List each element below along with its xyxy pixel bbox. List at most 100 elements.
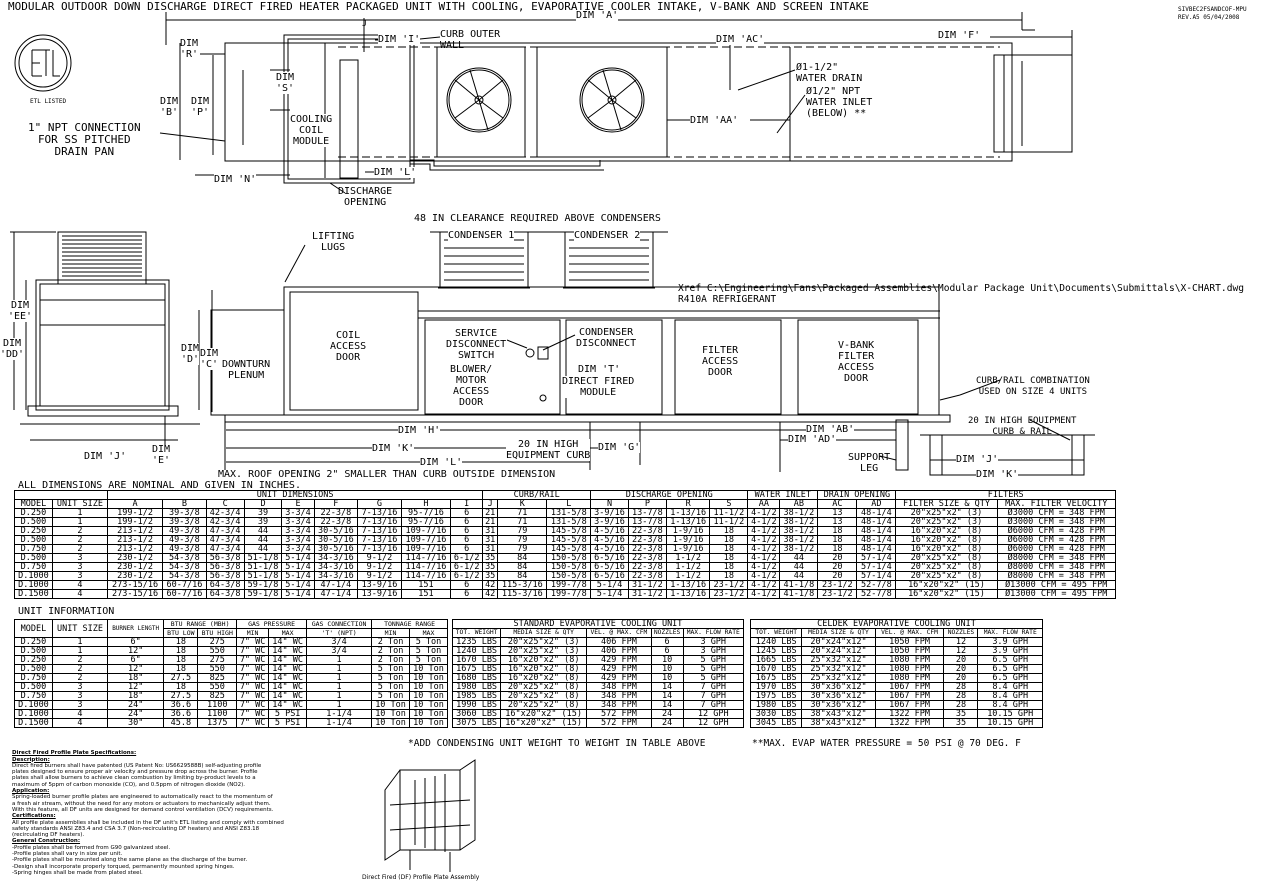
dim-f-label: DIM 'F'	[938, 30, 981, 41]
table-cell: 44	[779, 562, 819, 572]
table-cell: 6	[450, 535, 484, 545]
dim-c-label: DIM 'C'	[200, 348, 219, 370]
table-cell: 1067 FPM	[874, 700, 945, 710]
table-cell: 6	[650, 646, 684, 656]
table-cell: 5 Ton	[371, 673, 410, 683]
table-cell: 7" WC	[236, 664, 270, 674]
table-cell: 4-1/2	[747, 562, 781, 572]
table-cell: 1990 LBS	[451, 700, 502, 710]
table-cell: 22-3/8	[627, 562, 667, 572]
dim-col-header: P	[627, 499, 667, 509]
table-cell: 14" WC	[268, 673, 308, 683]
table-cell: 59-1/8	[243, 589, 283, 599]
table-cell: 10 Ton	[409, 673, 448, 683]
table-cell: 2 Ton	[371, 655, 410, 665]
table-cell: D.1500	[14, 589, 53, 599]
dim-r-label: DIM 'R'	[180, 38, 199, 60]
table-cell: 79	[497, 526, 548, 536]
table-cell: 36.6	[163, 700, 199, 710]
table-cell: 1080 FPM	[874, 655, 945, 665]
table-cell: 44	[243, 526, 283, 536]
table-cell: 6	[450, 544, 484, 554]
table-cell: 23-1/2	[817, 580, 858, 590]
group-drain-opening: DRAIN OPENING	[817, 490, 897, 500]
table-cell: 20"x25"x2" (3)	[500, 646, 588, 656]
table-cell: 4	[51, 709, 109, 719]
dim-s-label: DIM 'S'	[276, 72, 295, 94]
table-cell: 1067 FPM	[874, 682, 945, 692]
table-cell: 24"	[107, 700, 165, 710]
table-cell: 20"x25"x2" (8)	[895, 571, 998, 581]
table-cell: 60-7/16	[162, 580, 207, 590]
table-cell: 22-3/8	[627, 544, 667, 554]
table-cell: 39-3/8	[162, 508, 207, 518]
table-cell: 348 FPM	[586, 700, 652, 710]
condenser-disconnect-label: CONDENSER DISCONNECT	[576, 327, 637, 349]
table-cell: 145-5/8	[546, 544, 592, 554]
table-cell: 39	[243, 517, 283, 527]
dim-col-header: MODEL	[14, 499, 53, 509]
table-cell: 1100	[197, 709, 238, 719]
table-cell: 14" WC	[268, 682, 308, 692]
table-cell: 230-1/2	[106, 571, 164, 581]
hdr-unit-size: UNIT SIZE	[51, 619, 109, 638]
table-cell: 48-1/4	[856, 517, 897, 527]
table-cell: 10 Ton	[371, 700, 410, 710]
etl-logo-mark	[14, 34, 72, 92]
hdr-ton-min: MIN	[371, 628, 410, 638]
table-cell: 12 GPH	[682, 709, 745, 719]
table-cell: 109-7/16	[400, 544, 452, 554]
table-cell: 9-1/2	[357, 562, 402, 572]
table-cell: 13-9/16	[357, 589, 402, 599]
table-cell: 115-3/16	[497, 580, 548, 590]
table-cell: 1675 LBS	[749, 673, 803, 683]
table-cell: 406 FPM	[586, 637, 652, 647]
table-cell: 42-3/4	[205, 517, 245, 527]
dim-col-header: K	[497, 499, 548, 509]
table-cell: 11-1/2	[709, 517, 749, 527]
table-cell: 16"x20"x2" (8)	[895, 544, 998, 554]
blower-door-label: BLOWER/ MOTOR ACCESS DOOR	[450, 364, 493, 408]
table-cell: D.750	[14, 691, 53, 701]
table-cell: 20	[943, 673, 979, 683]
table-cell: 5-1/4	[281, 589, 315, 599]
table-cell: 34-3/16	[313, 571, 359, 581]
dim-d-label: DIM 'D'	[181, 343, 200, 365]
table-cell: 7 GPH	[682, 682, 745, 692]
dim-j-rail-label: DIM 'J'	[956, 454, 999, 465]
table-cell: 31-1/2	[627, 580, 667, 590]
table-cell: 1-9/16	[665, 544, 711, 554]
dim-col-header: G	[357, 499, 402, 509]
dim-b-label: DIM 'B'	[160, 96, 179, 118]
table-cell: 1665 LBS	[749, 655, 803, 665]
table-cell: 22-3/8	[627, 571, 667, 581]
table-cell: 51-1/8	[243, 571, 283, 581]
table-cell: 1080 FPM	[874, 673, 945, 683]
table-cell: 20	[817, 562, 858, 572]
table-cell: D.250	[14, 526, 53, 536]
evap-col-header: NOZZLES	[650, 628, 684, 638]
table-cell: 14" WC	[268, 700, 308, 710]
table-cell: 28	[943, 682, 979, 692]
dim-col-header: AB	[779, 499, 819, 509]
dim-col-header: R	[665, 499, 711, 509]
table-cell: 3	[51, 571, 108, 581]
table-cell: 7-13/16	[357, 535, 402, 545]
hdr-btu-low: BTU LOW	[163, 628, 199, 638]
table-cell: 3-3/4	[281, 544, 315, 554]
table-cell: 5 PSI	[268, 709, 308, 719]
table-cell: D.1000	[14, 580, 53, 590]
table-cell: Ø3000 CFM = 348 FPM	[996, 517, 1116, 527]
table-cell: 6-1/2	[450, 571, 484, 581]
table-cell: D.750	[14, 562, 53, 572]
table-cell: 2	[51, 673, 109, 683]
